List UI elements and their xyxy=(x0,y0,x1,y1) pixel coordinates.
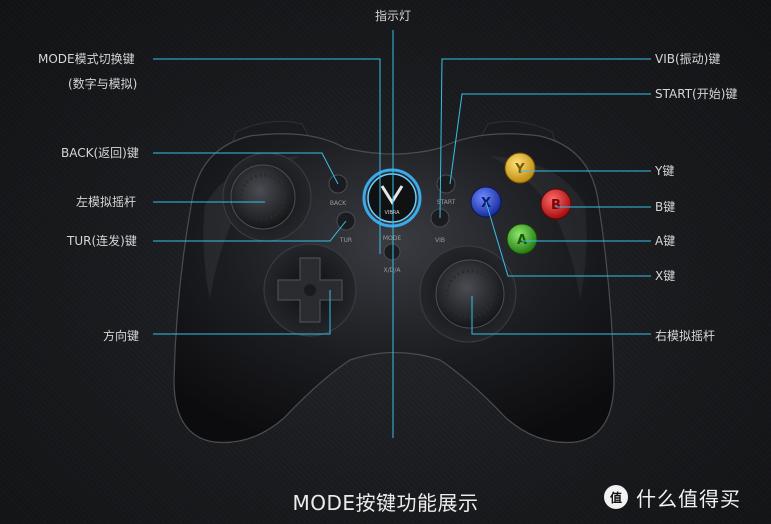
watermark-logo-icon: 值 xyxy=(604,485,628,509)
ctl-tur-text: TUR xyxy=(339,237,352,244)
label-y: Y键 xyxy=(655,164,675,178)
label-dpad: 方向键 xyxy=(103,329,140,343)
ctl-vib-text: VIB xyxy=(435,237,445,244)
start-button xyxy=(436,174,456,194)
callout-lines xyxy=(153,30,651,438)
label-x: X键 xyxy=(655,269,676,283)
svg-text:Y: Y xyxy=(514,162,525,177)
label-b: B键 xyxy=(655,200,676,214)
label-turbo: TUR(连发)键 xyxy=(67,234,137,248)
y-button xyxy=(504,152,536,184)
label-a: A键 xyxy=(655,234,676,248)
label-start: START(开始)键 xyxy=(655,87,738,101)
label-mode-switch-sub: (数字与模拟) xyxy=(68,77,138,91)
mode-button xyxy=(383,243,401,261)
label-mode-switch: MODE模式切换键 xyxy=(38,52,135,66)
label-right-stick: 右模拟摇杆 xyxy=(655,329,716,343)
center-ring-glow xyxy=(362,168,422,228)
watermark: 值 什么值得买 xyxy=(604,484,741,511)
caption: MODE按键功能展示 xyxy=(292,491,479,515)
label-back: BACK(返回)键 xyxy=(61,146,139,160)
label-left-stick: 左模拟摇杆 xyxy=(76,195,137,209)
svg-text:B: B xyxy=(551,198,561,213)
ctl-mode-text: MODE xyxy=(383,235,402,242)
label-vib: VIB(振动)键 xyxy=(655,52,721,66)
b-button xyxy=(540,188,572,220)
ctl-xda-text: X/D/A xyxy=(384,267,402,274)
label-indicator: 指示灯 xyxy=(375,9,412,23)
watermark-text: 什么值得买 xyxy=(636,486,741,511)
ctl-back-text: BACK xyxy=(330,200,347,207)
vibra-logo xyxy=(380,185,404,205)
a-button xyxy=(506,223,538,255)
ctl-brand-text: VIBRA xyxy=(384,210,400,216)
ctl-start-text: START xyxy=(437,199,456,206)
